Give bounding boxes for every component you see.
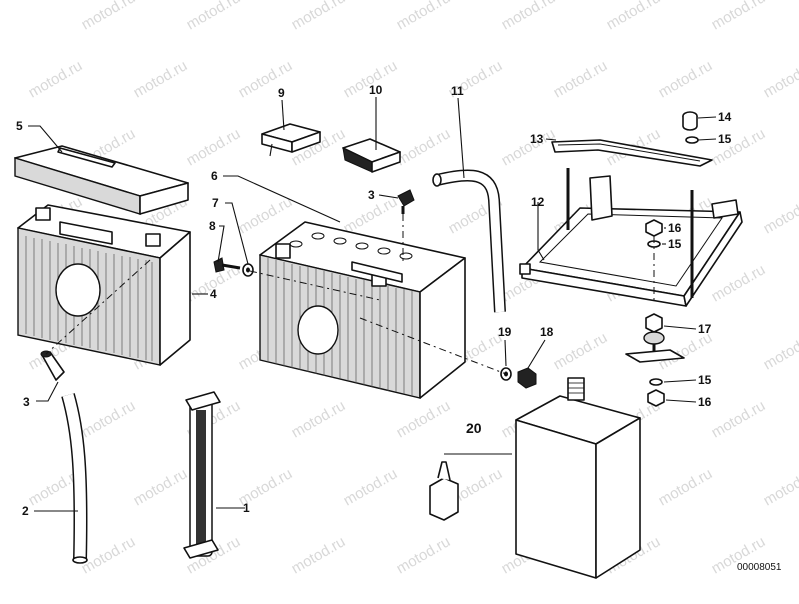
callout-2: 2	[22, 504, 29, 518]
callout-9: 9	[278, 86, 285, 100]
watermark-text: motod.ru	[499, 125, 559, 169]
callout-4: 4	[210, 287, 217, 301]
watermark-text: motod.ru	[131, 465, 191, 509]
watermark-text: motod.ru	[26, 57, 86, 101]
battery-tray-12	[520, 168, 742, 306]
cap-nut-14	[683, 112, 697, 130]
callout-15-upper: 15	[668, 237, 682, 251]
terminal-cap-10	[343, 139, 400, 172]
rubber-mount-17	[644, 314, 664, 354]
callout-13: 13	[530, 132, 544, 146]
watermark-text: motod.ru	[499, 0, 559, 33]
callout-19: 19	[498, 325, 512, 339]
watermark-text: motod.ru	[236, 57, 296, 101]
callout-16-lower: 16	[698, 395, 712, 409]
callout-12: 12	[531, 195, 545, 209]
watermark-text: motod.ru	[709, 397, 769, 441]
callout-5: 5	[16, 119, 23, 133]
callout-17: 17	[698, 322, 712, 336]
washer-15-lower	[650, 379, 662, 385]
washer-15-top	[686, 137, 698, 143]
watermark-text: motod.ru	[394, 125, 454, 169]
watermark-text: motod.ru	[709, 261, 769, 305]
callout-6: 6	[211, 169, 218, 183]
callout-14: 14	[718, 110, 732, 124]
callout-11: 11	[451, 84, 464, 98]
watermark-text: motod.ru	[289, 0, 349, 33]
watermark-text: motod.ru	[184, 125, 244, 169]
callout-10: 10	[369, 83, 383, 97]
watermark-text: motod.ru	[551, 329, 611, 373]
nut-18	[518, 368, 536, 388]
battery-left	[18, 205, 190, 365]
drawing-code: 00008051	[737, 562, 782, 573]
watermark-text: motod.ru	[289, 533, 349, 577]
watermark-text: motod.ru	[394, 397, 454, 441]
watermark-text: motod.ru	[131, 57, 191, 101]
washer-7	[243, 264, 253, 276]
nut-16-upper	[646, 220, 662, 236]
callout-16-upper: 16	[668, 221, 682, 235]
nut-16-lower	[648, 390, 664, 406]
callout-1: 1	[243, 501, 250, 515]
watermark-text: motod.ru	[656, 57, 716, 101]
watermark-text: motod.ru	[236, 193, 296, 237]
callout-3-lower: 3	[23, 395, 30, 409]
callout-15-lower: 15	[698, 373, 712, 387]
watermark-text: motod.ru	[79, 397, 139, 441]
watermark-text: motod.ru	[551, 57, 611, 101]
watermark-text: motod.ru	[761, 193, 799, 237]
battery-main	[260, 222, 465, 398]
watermark-text: motod.ru	[761, 329, 799, 373]
watermark-text: motod.ru	[394, 533, 454, 577]
elbow-fitting-upper	[398, 190, 414, 214]
watermark-text: motod.ru	[604, 0, 664, 33]
watermark-text: motod.ru	[79, 0, 139, 33]
callout-8: 8	[209, 219, 216, 233]
callout-3-upper: 3	[368, 188, 375, 202]
watermark-text: motod.ru	[341, 465, 401, 509]
watermark-text: motod.ru	[394, 0, 454, 33]
callout-7: 7	[212, 196, 219, 210]
watermark-text: motod.ru	[709, 0, 769, 33]
watermark-text: motod.ru	[79, 533, 139, 577]
callout-18: 18	[540, 325, 554, 339]
watermark-text: motod.ru	[184, 0, 244, 33]
watermark-text: motod.ru	[656, 465, 716, 509]
callout-20: 20	[466, 420, 482, 436]
callout-15-top: 15	[718, 132, 732, 146]
watermark-text: motod.ru	[289, 397, 349, 441]
watermark-text: motod.ru	[761, 57, 799, 101]
watermark-text: motod.ru	[761, 465, 799, 509]
